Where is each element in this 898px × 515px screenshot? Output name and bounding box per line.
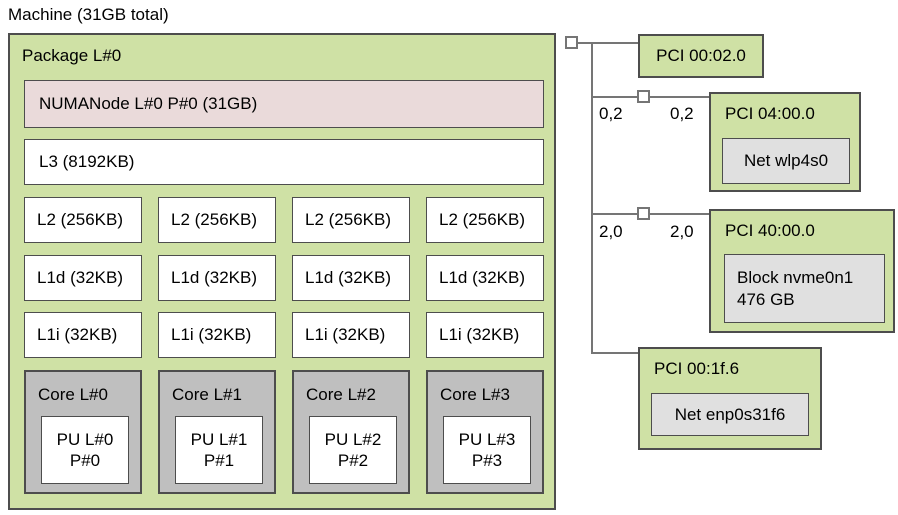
pcibridge-square (637, 90, 650, 103)
l1i-cache-box: L1i (32KB) (292, 312, 410, 358)
pu-pnum-label: P#3 (471, 451, 503, 470)
l1d-cache-box: L1d (32KB) (158, 255, 276, 301)
pci-label: PCI 40:00.0 (725, 221, 815, 240)
l2-cache-label: L2 (256KB) (439, 210, 525, 229)
l2-cache-label: L2 (256KB) (171, 210, 257, 229)
pci-trunk-line (591, 42, 593, 354)
l1d-cache-label: L1d (32KB) (37, 268, 123, 287)
l1i-cache-label: L1i (32KB) (305, 325, 386, 344)
core-label: Core L#3 (440, 385, 510, 404)
l1d-cache-label: L1d (32KB) (305, 268, 391, 287)
pci-box-40-00-0: PCI 40:00.0 Block nvme0n1 476 GB (709, 209, 895, 333)
pu-box: PU L#1 P#1 (175, 416, 263, 484)
numanode-box: NUMANode L#0 P#0 (31GB) (24, 80, 544, 128)
l1d-cache-label: L1d (32KB) (439, 268, 525, 287)
net-device-label: Net enp0s31f6 (674, 404, 786, 424)
core-box: Core L#3 PU L#3 P#3 (426, 370, 544, 494)
package-box: Package L#0 NUMANode L#0 P#0 (31GB) L3 (… (8, 33, 556, 510)
pu-pnum-label: P#0 (69, 451, 101, 470)
hostbridge-square (565, 36, 578, 49)
core-label: Core L#0 (38, 385, 108, 404)
net-device-box: Net enp0s31f6 (651, 393, 809, 436)
net-device-box: Net wlp4s0 (722, 138, 850, 184)
pci-box-00-02-0: PCI 00:02.0 (638, 34, 764, 78)
pu-pnum-label: P#1 (203, 451, 235, 470)
core-box: Core L#2 PU L#2 P#2 (292, 370, 410, 494)
pci-branch-line (592, 352, 638, 354)
core-label: Core L#2 (306, 385, 376, 404)
core-label: Core L#1 (172, 385, 242, 404)
l1d-cache-box: L1d (32KB) (426, 255, 544, 301)
block-device-box: Block nvme0n1 476 GB (724, 254, 885, 323)
pci-label: PCI 04:00.0 (725, 104, 815, 123)
net-device-label: Net wlp4s0 (743, 151, 829, 170)
l1i-cache-box: L1i (32KB) (24, 312, 142, 358)
pci-label: PCI 00:1f.6 (654, 359, 740, 378)
l2-cache-box: L2 (256KB) (158, 197, 276, 243)
l1d-cache-box: L1d (32KB) (24, 255, 142, 301)
link-speed-label: 0,2 (599, 104, 623, 123)
l1i-cache-label: L1i (32KB) (439, 325, 520, 344)
pu-label: PU L#3 (458, 430, 516, 449)
l1i-cache-box: L1i (32KB) (426, 312, 544, 358)
l3-cache-box: L3 (8192KB) (24, 139, 544, 185)
l2-cache-box: L2 (256KB) (292, 197, 410, 243)
l1d-cache-label: L1d (32KB) (171, 268, 257, 287)
machine-label: Machine (31GB total) (8, 5, 169, 24)
l1d-cache-box: L1d (32KB) (292, 255, 410, 301)
l2-cache-box: L2 (256KB) (24, 197, 142, 243)
l3-cache-label: L3 (8192KB) (39, 152, 135, 171)
link-speed-label: 2,0 (599, 222, 623, 241)
core-box: Core L#0 PU L#0 P#0 (24, 370, 142, 494)
l1i-cache-box: L1i (32KB) (158, 312, 276, 358)
l1i-cache-label: L1i (32KB) (171, 325, 252, 344)
numanode-label: NUMANode L#0 P#0 (31GB) (39, 94, 258, 113)
l2-cache-box: L2 (256KB) (426, 197, 544, 243)
pci-box-04-00-0: PCI 04:00.0 Net wlp4s0 (709, 92, 861, 192)
pu-box: PU L#3 P#3 (443, 416, 531, 484)
core-box: Core L#1 PU L#1 P#1 (158, 370, 276, 494)
link-speed-label: 0,2 (670, 104, 694, 123)
pu-label: PU L#2 (324, 430, 382, 449)
l2-cache-label: L2 (256KB) (37, 210, 123, 229)
pci-branch-line (592, 96, 709, 98)
pci-branch-line (592, 213, 709, 215)
pci-label: PCI 00:02.0 (656, 46, 746, 65)
block-device-size-label: 476 GB (737, 289, 795, 309)
hostbridge-connector-line (578, 42, 592, 44)
link-speed-label: 2,0 (670, 222, 694, 241)
pu-box: PU L#2 P#2 (309, 416, 397, 484)
package-label: Package L#0 (22, 46, 122, 65)
pci-box-00-1f-6: PCI 00:1f.6 Net enp0s31f6 (638, 347, 822, 450)
l1i-cache-label: L1i (32KB) (37, 325, 118, 344)
pu-label: PU L#1 (190, 430, 248, 449)
pu-box: PU L#0 P#0 (41, 416, 129, 484)
pci-branch-line (592, 42, 638, 44)
pu-pnum-label: P#2 (337, 451, 369, 470)
pcibridge-square (637, 207, 650, 220)
l2-cache-label: L2 (256KB) (305, 210, 391, 229)
pu-label: PU L#0 (56, 430, 114, 449)
block-device-label: Block nvme0n1 (737, 267, 854, 287)
